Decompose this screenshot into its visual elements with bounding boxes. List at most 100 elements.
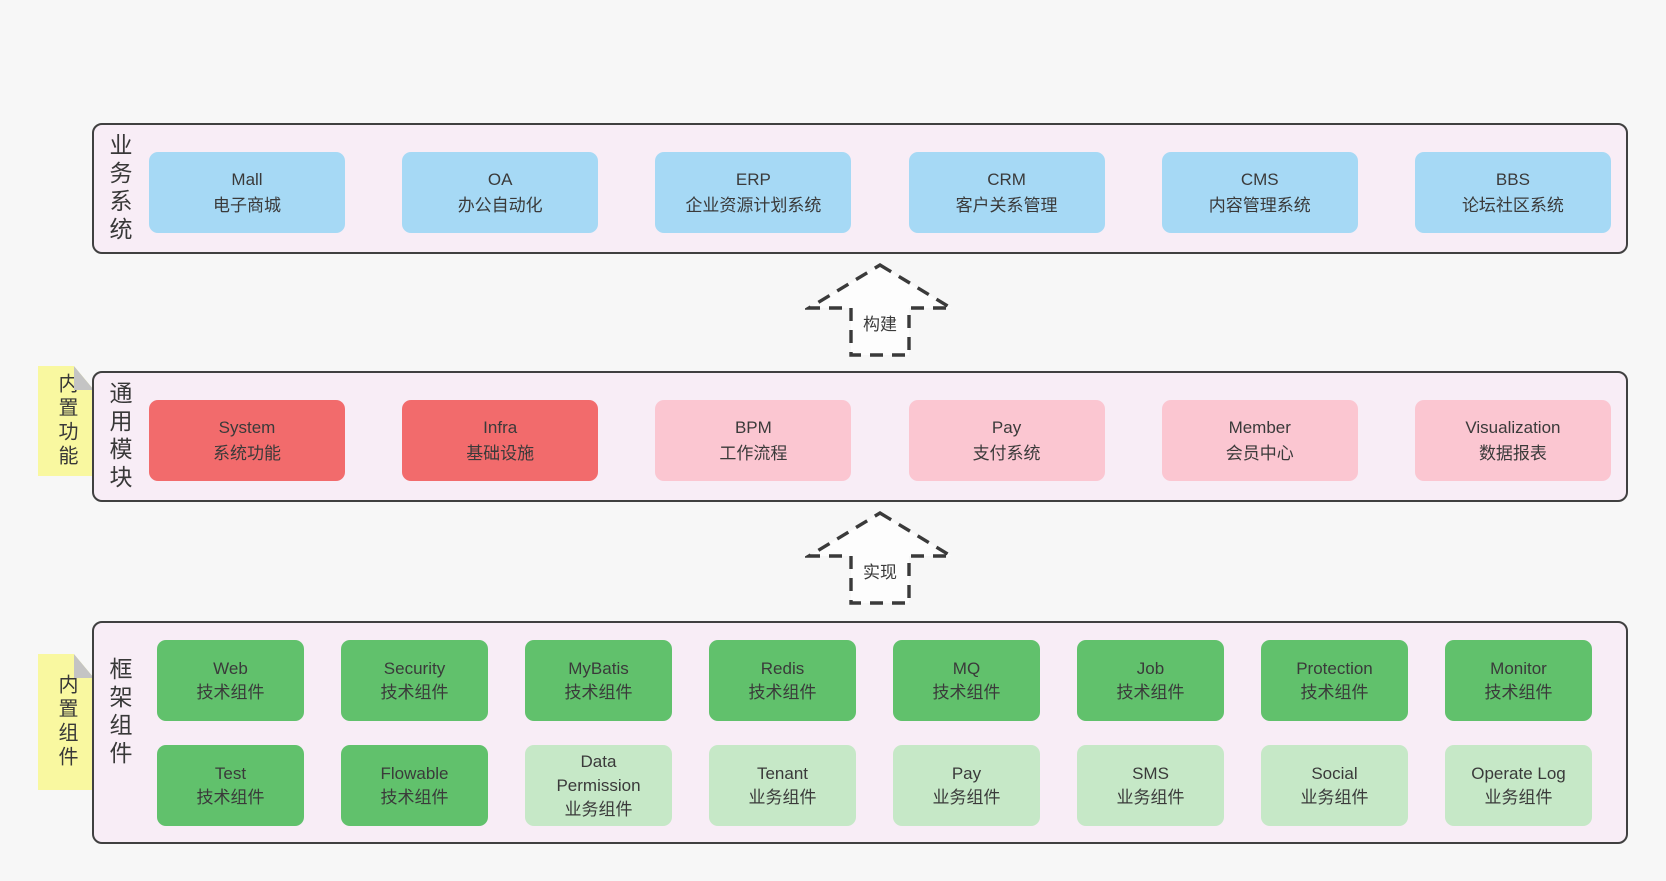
box-title: Job: [1136, 658, 1165, 678]
box-subtitle: 支付系统: [972, 443, 1041, 463]
box-mybatis: MyBatis 技术组件: [525, 640, 672, 721]
box-data-permission: Data Permission 业务组件: [525, 745, 672, 826]
box-subtitle: 技术组件: [1116, 682, 1185, 702]
box-subtitle: 内容管理系统: [1208, 195, 1311, 215]
box-subtitle: 会员中心: [1225, 443, 1294, 463]
box-subtitle: 系统功能: [213, 443, 281, 463]
up-block-arrow-icon: [805, 511, 955, 605]
box-tenant: Tenant 业务组件: [709, 745, 856, 826]
box-pay-module: Pay 支付系统: [908, 400, 1105, 481]
box-subtitle: 数据报表: [1478, 443, 1547, 463]
box-member: Member 会员中心: [1161, 400, 1358, 481]
up-block-arrow-icon: [805, 263, 955, 357]
box-subtitle: 业务组件: [1300, 787, 1369, 807]
box-subtitle: 工作流程: [719, 443, 788, 463]
box-sms: SMS 业务组件: [1077, 745, 1224, 826]
build-arrow-label: 构建: [863, 315, 897, 334]
box-subtitle: 企业资源计划系统: [685, 195, 822, 215]
business-boxes-row: Mall 电子商城 OA 办公自动化 ERP 企业资源计划系统 CRM 客户关系…: [149, 152, 1611, 233]
box-subtitle: 技术组件: [1300, 682, 1369, 702]
box-title: Visualization: [1465, 417, 1561, 437]
box-title: ERP: [735, 169, 771, 189]
box-redis: Redis 技术组件: [709, 640, 856, 721]
box-bpm: BPM 工作流程: [655, 400, 852, 481]
box-title: MQ: [952, 658, 981, 678]
folded-corner-icon: [74, 366, 94, 390]
box-subtitle: 业务组件: [564, 799, 633, 819]
box-title: Test: [214, 763, 247, 783]
box-title: CMS: [1240, 169, 1279, 189]
box-mall: Mall 电子商城: [149, 152, 345, 233]
box-title: System: [218, 417, 276, 437]
sticky-note-builtin-components: 内置组件: [38, 654, 94, 790]
box-oa: OA 办公自动化: [402, 152, 599, 233]
implement-arrow: 实现: [805, 510, 955, 607]
box-title: Tenant: [756, 763, 809, 783]
box-operate-log: Operate Log 业务组件: [1445, 745, 1592, 826]
box-subtitle: 技术组件: [380, 787, 449, 807]
box-flowable: Flowable 技术组件: [341, 745, 488, 826]
box-subtitle: 客户关系管理: [955, 195, 1058, 215]
box-title: Infra: [483, 417, 518, 437]
box-subtitle: 业务组件: [1116, 787, 1185, 807]
box-title: Mall: [231, 169, 263, 189]
layer-label-text: 框架组件: [106, 657, 132, 769]
box-title: Operate Log: [1471, 763, 1566, 783]
layer-label-text: 业务系统: [106, 132, 132, 245]
box-protection: Protection 技术组件: [1261, 640, 1408, 721]
box-subtitle: 基础设施: [466, 443, 535, 463]
box-erp: ERP 企业资源计划系统: [655, 152, 852, 233]
layer-label-components: 框架组件: [106, 623, 132, 842]
box-title: BPM: [734, 417, 772, 437]
box-title: Member: [1228, 417, 1291, 437]
box-title: Pay: [951, 763, 982, 783]
box-job: Job 技术组件: [1077, 640, 1224, 721]
layer-business-systems: 业务系统 Mall 电子商城 OA 办公自动化 ERP 企业资源计划系统 CRM…: [92, 123, 1628, 254]
sticky-note-builtin-features: 内置功能: [38, 366, 94, 476]
box-subtitle: 办公自动化: [457, 195, 543, 215]
layer-label-modules: 通用模块: [106, 373, 132, 500]
box-pay-component: Pay 业务组件: [893, 745, 1040, 826]
box-mq: MQ 技术组件: [893, 640, 1040, 721]
box-title: Web: [213, 658, 248, 678]
box-subtitle: 电子商城: [213, 195, 281, 215]
implement-arrow-label: 实现: [863, 563, 897, 582]
box-title: Monitor: [1490, 658, 1547, 678]
box-title: Redis: [760, 658, 805, 678]
box-title: BBS: [1495, 169, 1530, 189]
box-subtitle: 技术组件: [564, 682, 633, 702]
layer-label-business: 业务系统: [106, 125, 132, 252]
layer-framework-components: 框架组件 Web 技术组件 Security 技术组件 MyBatis 技术组件…: [92, 621, 1628, 844]
components-row-1: Web 技术组件 Security 技术组件 MyBatis 技术组件 Redi…: [157, 640, 1592, 721]
box-cms: CMS 内容管理系统: [1161, 152, 1358, 233]
box-visualization: Visualization 数据报表: [1414, 400, 1611, 481]
box-title: CRM: [987, 169, 1026, 189]
box-subtitle: 技术组件: [1484, 682, 1553, 702]
box-test: Test 技术组件: [157, 745, 304, 826]
box-web: Web 技术组件: [157, 640, 304, 721]
box-title: Pay: [991, 417, 1022, 437]
layer-common-modules: 通用模块 System 系统功能 Infra 基础设施 BPM 工作流程 Pay…: [92, 371, 1628, 502]
box-crm: CRM 客户关系管理: [908, 152, 1105, 233]
box-subtitle: 论坛社区系统: [1461, 195, 1564, 215]
box-title: SMS: [1132, 763, 1169, 783]
modules-boxes-row: System 系统功能 Infra 基础设施 BPM 工作流程 Pay 支付系统…: [149, 400, 1611, 481]
box-subtitle: 业务组件: [932, 787, 1001, 807]
box-subtitle: 业务组件: [1484, 787, 1553, 807]
box-title: Flowable: [380, 763, 449, 783]
box-subtitle: 技术组件: [196, 787, 265, 807]
box-subtitle: 技术组件: [932, 682, 1001, 702]
box-social: Social 业务组件: [1261, 745, 1408, 826]
layer-label-text: 通用模块: [106, 380, 132, 493]
box-title: Data Permission: [556, 751, 641, 795]
folded-corner-icon: [74, 654, 94, 678]
box-title: Social: [1311, 763, 1358, 783]
box-infra: Infra 基础设施: [402, 400, 599, 481]
box-subtitle: 业务组件: [748, 787, 817, 807]
box-security: Security 技术组件: [341, 640, 488, 721]
box-subtitle: 技术组件: [380, 682, 449, 702]
box-subtitle: 技术组件: [748, 682, 817, 702]
sticky-label: 内置功能: [55, 373, 77, 469]
box-subtitle: 技术组件: [196, 682, 265, 702]
